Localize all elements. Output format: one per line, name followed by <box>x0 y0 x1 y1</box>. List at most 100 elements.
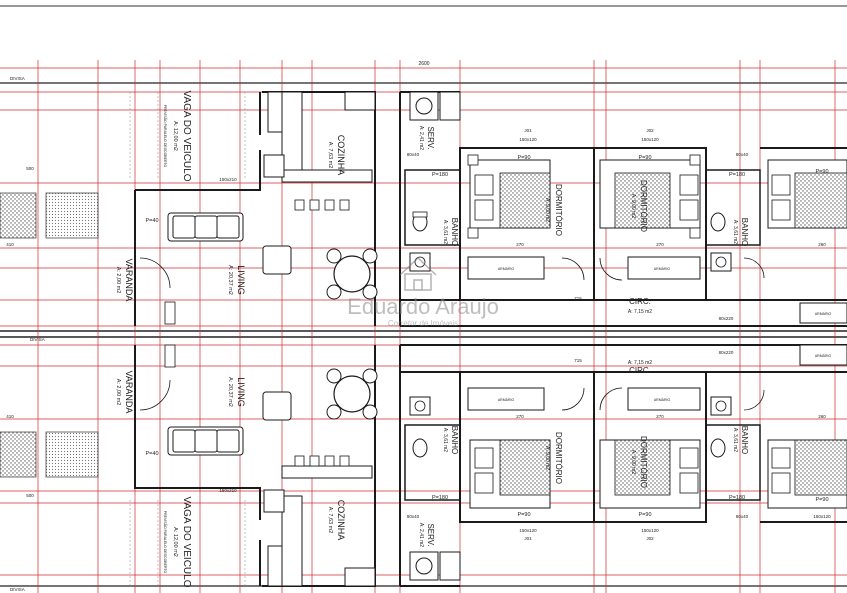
banho-right-name: BANHO <box>740 426 749 454</box>
banho-left-name: BANHO <box>450 426 459 454</box>
door-1: 150x210 <box>219 488 237 493</box>
dim-260: 260 <box>818 242 826 247</box>
armario-3: ARMÁRIO <box>815 354 832 358</box>
varanda-name: VARANDA <box>124 259 134 302</box>
dorm1-name: DORMITÓRIO <box>554 184 563 236</box>
door-1: 150x210 <box>219 177 237 182</box>
pf-1: P=180 <box>432 495 448 501</box>
serv-area: A: 2,41 m2 <box>418 523 424 547</box>
door-2: 80x40 <box>407 514 420 519</box>
watermark: Eduardo Araujo Corretor de Imóveis <box>347 256 499 328</box>
dim-260: 260 <box>818 414 826 419</box>
armario-3: ARMÁRIO <box>815 312 832 316</box>
armario-2: ARMÁRIO <box>654 398 671 402</box>
pf-2: P=90 <box>518 512 531 518</box>
circ-name: CIRC. <box>629 366 651 375</box>
pf-2: P=90 <box>518 155 531 161</box>
pf-4: P=180 <box>729 495 745 501</box>
armario-1: ARMÁRIO <box>498 267 515 271</box>
pf-5: P=90 <box>816 169 829 175</box>
door-5: 150x120 <box>641 528 659 533</box>
banho-right-area: A: 3,61 m2 <box>732 428 738 452</box>
vaga-name: VAGA DO VEICULO <box>181 497 192 588</box>
divisa-label-bottom: DIVISA <box>10 587 25 592</box>
banho-right-area: A: 3,61 m2 <box>732 220 738 244</box>
dorm2-area: A: 9,00 m2 <box>630 194 636 218</box>
pf-1: P=180 <box>432 172 448 178</box>
pf-6: P=40 <box>146 218 159 224</box>
varanda-area: A: 2,00 m2 <box>115 379 121 406</box>
banho-left-name: BANHO <box>450 218 459 246</box>
door-5: 150x120 <box>641 137 659 142</box>
pf-3: P=90 <box>639 155 652 161</box>
door-6: 150x120 <box>813 514 831 519</box>
vaga-name: VAGA DO VEICULO <box>181 91 192 182</box>
dorm1-area: A: 9,00 m2 <box>544 446 550 470</box>
dorm2-area: A: 9,00 m2 <box>630 450 636 474</box>
cozinha-name: COZINHA <box>336 500 346 541</box>
vaga-area: A: 12,00 m2 <box>172 121 178 151</box>
door-10: 80x40 <box>736 514 749 519</box>
living-area: A: 20,37 m2 <box>227 377 233 407</box>
vaga-note: PREVISÃO PARALELO DESCOBERTO <box>163 105 168 168</box>
door-7: 80x220 <box>719 350 734 355</box>
window-tag-1: J01 <box>524 536 532 541</box>
door-7: 80x220 <box>719 316 734 321</box>
pf-3: P=90 <box>639 512 652 518</box>
unit-bottom: VAGA DO VEICULO A: 12,00 m2 PREVISÃO PAR… <box>0 344 847 588</box>
door-4: 150x120 <box>519 528 537 533</box>
living-name: LIVING <box>236 377 246 407</box>
vaga-note: PREVISÃO PARALELO DESCOBERTO <box>163 511 168 574</box>
banho-left-area: A: 3,61 m2 <box>442 428 448 452</box>
door-10: 80x40 <box>736 152 749 157</box>
vaga-area: A: 12,00 m2 <box>172 527 178 557</box>
dim-270a: 270 <box>516 414 524 419</box>
divisa-label-top: DIVISA <box>10 76 25 81</box>
armario-2: ARMÁRIO <box>654 267 671 271</box>
overall-dimension: 2600 <box>418 61 429 67</box>
dim-270b: 270 <box>656 414 664 419</box>
cozinha-area: A: 7,63 m2 <box>327 507 333 534</box>
dim-270a: 270 <box>516 242 524 247</box>
serv-name: SERV. <box>426 523 435 546</box>
dim-715: 715 <box>574 358 582 363</box>
door-2: 80x40 <box>407 152 420 157</box>
dorm2-name: DORMITÓRIO <box>639 180 648 232</box>
living-name: LIVING <box>236 265 246 295</box>
dorm1-area: A: 9,00 m2 <box>544 198 550 222</box>
dorm1-name: DORMITÓRIO <box>554 432 563 484</box>
window-tag-1: J01 <box>524 128 532 133</box>
unit-top: VAGA DO VEICULO A: 12,00 m2 PREVISÃO PAR… <box>0 91 847 327</box>
dim-270b: 270 <box>656 242 664 247</box>
house-logo-icon <box>399 256 437 291</box>
window-tag-2: J02 <box>646 536 654 541</box>
dim-715: 715 <box>574 296 582 301</box>
door-4: 150x120 <box>519 137 537 142</box>
pf-4: P=180 <box>729 172 745 178</box>
varanda-name: VARANDA <box>124 371 134 414</box>
cozinha-name: COZINHA <box>336 135 346 176</box>
banho-right-name: BANHO <box>740 218 749 246</box>
watermark-name: Eduardo Araujo <box>347 294 499 319</box>
living-area: A: 20,37 m2 <box>227 265 233 295</box>
serv-name: SERV. <box>426 126 435 149</box>
circ-area: A: 7,15 m2 <box>628 309 652 315</box>
window-tag-2: J02 <box>646 128 654 133</box>
dim-500: 500 <box>26 166 34 171</box>
circ-area: A: 7,15 m2 <box>628 360 652 366</box>
dim-410: 410 <box>6 242 14 247</box>
serv-area: A: 2,41 m2 <box>418 126 424 150</box>
divisa-label-middle: DIVISA <box>30 337 45 342</box>
cozinha-area: A: 7,63 m2 <box>327 142 333 169</box>
pf-5: P=90 <box>816 497 829 503</box>
circ-name: CIRC. <box>629 297 651 306</box>
banho-left-area: A: 3,61 m2 <box>442 220 448 244</box>
dorm2-name: DORMITÓRIO <box>639 436 648 488</box>
watermark-subtitle: Corretor de Imóveis <box>388 319 458 328</box>
pf-6: P=40 <box>146 451 159 457</box>
armario-1: ARMÁRIO <box>498 398 515 402</box>
horizontal-dimension-lines <box>0 91 847 576</box>
varanda-area: A: 2,00 m2 <box>115 267 121 294</box>
dim-410: 410 <box>6 414 14 419</box>
